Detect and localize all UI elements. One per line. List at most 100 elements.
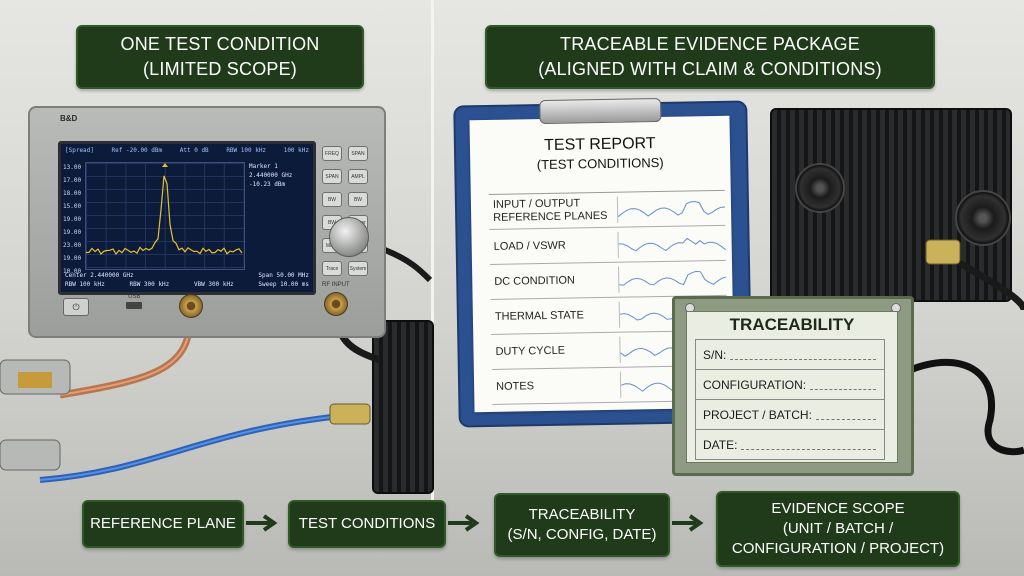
marker-readout: Marker 1 2.440000 GHz -10.23 dBm: [249, 162, 292, 189]
clipboard-clip-icon: [539, 97, 662, 125]
spectrum-plot: [85, 162, 245, 270]
flow-arrow-icon: [246, 514, 278, 532]
traceability-field: CONFIGURATION:: [695, 370, 885, 400]
analyzer-key[interactable]: FREQ: [322, 146, 342, 161]
rbw-value: RBW 100 kHz: [65, 281, 105, 288]
screen-mode: [Spread]: [65, 147, 94, 154]
flow-step4-line1: EVIDENCE SCOPE: [771, 500, 905, 517]
traceability-field-blank: [741, 439, 876, 450]
analyzer-key[interactable]: SPAN: [322, 169, 342, 184]
y-axis-label: 17.00: [63, 177, 82, 184]
traceability-field-label: DATE:: [703, 437, 738, 452]
y-axis-label: 19.00: [63, 229, 82, 236]
marker-level: -10.23 dBm: [249, 181, 286, 188]
heatsink-unit: [372, 320, 434, 494]
flow-arrow-icon: [672, 514, 704, 532]
traceability-field-label: PROJECT / BATCH:: [703, 407, 812, 422]
flow-step4-line3: CONFIGURATION / PROJECT): [731, 540, 945, 557]
report-row-label: INPUT / OUTPUT REFERENCE PLANES: [492, 197, 608, 224]
screen-header: [Spread] Ref -20.00 dBm Att 0 dB RBW 100…: [65, 147, 309, 154]
analyzer-key[interactable]: SPAN: [348, 146, 368, 161]
spectrum-analyzer: B&D [Spread] Ref -20.00 dBm Att 0 dB RBW…: [28, 106, 386, 338]
cooling-fan-icon: [795, 163, 845, 213]
analyzer-key[interactable]: BW: [348, 192, 368, 207]
report-row: INPUT / OUTPUT REFERENCE PLANES: [488, 190, 726, 230]
screen-rbw: RBW 100 kHz: [226, 147, 267, 154]
analyzer-key[interactable]: Trace: [322, 261, 342, 276]
left-title-box: ONE TEST CONDITION (LIMITED SCOPE): [76, 25, 364, 89]
traceability-sheet: TRACEABILITY S/N: CONFIGURATION: PROJECT /…: [686, 311, 898, 463]
report-row-label: NOTES: [496, 379, 535, 393]
cooling-fan-icon: [955, 190, 1011, 246]
mini-chart: [616, 194, 726, 223]
traceability-field-blank: [810, 379, 876, 390]
traceability-title: TRACEABILITY: [729, 315, 855, 334]
usb-label: USB: [128, 294, 141, 300]
rf-input-label: RF INPUT: [322, 282, 350, 288]
flow-step3-line2: (S/N, CONFIG, DATE): [507, 526, 657, 543]
power-button-icon[interactable]: ⏻: [63, 298, 89, 316]
traceability-plate: TRACEABILITY S/N: CONFIGURATION: PROJECT /…: [672, 296, 914, 476]
flow-step-reference-plane: REFERENCE PLANE: [82, 500, 244, 548]
traceability-field: S/N:: [695, 340, 885, 370]
traceability-field: PROJECT / BATCH:: [695, 400, 885, 430]
flow-step-test-conditions: TEST CONDITIONS: [288, 500, 446, 548]
marker-freq: 2.440000 GHz: [249, 172, 293, 179]
traceability-field: DATE:: [695, 430, 885, 460]
traceability-field-blank: [815, 409, 876, 420]
y-axis-label: 19.00: [63, 216, 82, 223]
rbw2-value: RBW 300 kHz: [129, 281, 170, 288]
right-title-line1: TRACEABLE EVIDENCE PACKAGE: [560, 34, 860, 54]
rf-input-connector: [324, 292, 348, 316]
left-title-line2: (LIMITED SCOPE): [142, 59, 297, 79]
vbw-value: VBW 300 kHz: [193, 281, 234, 288]
mini-chart: [618, 264, 727, 293]
y-axis-label: 23.00: [63, 242, 82, 249]
mini-chart: [617, 229, 727, 258]
panel-divider: [431, 0, 434, 500]
screen-ref: Ref -20.00 dBm: [111, 147, 163, 154]
left-title-line1: ONE TEST CONDITION: [120, 34, 320, 54]
report-row-label: DUTY CYCLE: [495, 344, 566, 358]
report-row: DC CONDITION: [489, 260, 727, 300]
traceability-field-blank: [730, 349, 876, 360]
center-freq: Center 2.440000 GHz: [65, 272, 134, 279]
usb-port-icon: [126, 302, 142, 309]
rf-output-connector: [179, 294, 203, 318]
span-value: Span 50.00 MHz: [258, 272, 309, 279]
report-row-label: DC CONDITION: [494, 273, 576, 288]
right-title-line2: (ALIGNED WITH CLAIM & CONDITIONS): [538, 59, 882, 79]
sweep-value: Sweep 10.00 ms: [258, 281, 309, 288]
y-axis-label: 18.00: [63, 190, 82, 197]
analyzer-brand: B&D: [60, 114, 78, 123]
y-axis-label: 10.00: [63, 268, 82, 275]
report-row-label: THERMAL STATE: [494, 308, 585, 323]
flow-arrow-icon: [448, 514, 480, 532]
right-title-box: TRACEABLE EVIDENCE PACKAGE (ALIGNED WITH…: [485, 25, 935, 89]
flow-step-traceability: TRACEABILITY (S/N, CONFIG, DATE): [494, 493, 670, 557]
flow-step-evidence-scope: EVIDENCE SCOPE (UNIT / BATCH / CONFIGURA…: [716, 491, 960, 567]
flow-step3-line1: TRACEABILITY: [528, 506, 636, 523]
traceability-field-label: S/N:: [703, 347, 727, 362]
rotary-knob[interactable]: [329, 217, 369, 257]
traceability-field-label: CONFIGURATION:: [703, 377, 807, 392]
flow-step4-line2: (UNIT / BATCH /: [782, 520, 894, 537]
report-title: TEST REPORT: [544, 135, 656, 155]
report-subtitle: (TEST CONDITIONS): [536, 154, 664, 173]
y-axis-label: 15.00: [63, 203, 82, 210]
y-axis-label: 19.00: [63, 255, 82, 262]
marker-label: Marker 1: [249, 163, 278, 170]
analyzer-key[interactable]: BW: [322, 192, 342, 207]
screen-att: Att 0 dB: [179, 147, 209, 154]
report-row-label: LOAD / VSWR: [493, 239, 566, 253]
flow-step1-label: REFERENCE PLANE: [90, 515, 236, 532]
screen-footer-2: RBW 100 kHz RBW 300 kHz VBW 300 kHz Swee…: [65, 281, 309, 288]
traceability-fields: S/N: CONFIGURATION: PROJECT / BATCH: DATE:: [695, 339, 885, 460]
screen-footer-1: Center 2.440000 GHz Span 50.00 MHz: [65, 272, 309, 279]
analyzer-key[interactable]: AMPL: [348, 169, 368, 184]
spectrum-trace: [85, 163, 243, 256]
analyzer-key[interactable]: System: [348, 261, 368, 276]
flow-step2-label: TEST CONDITIONS: [298, 515, 436, 532]
y-axis-label: 13.00: [63, 164, 82, 171]
